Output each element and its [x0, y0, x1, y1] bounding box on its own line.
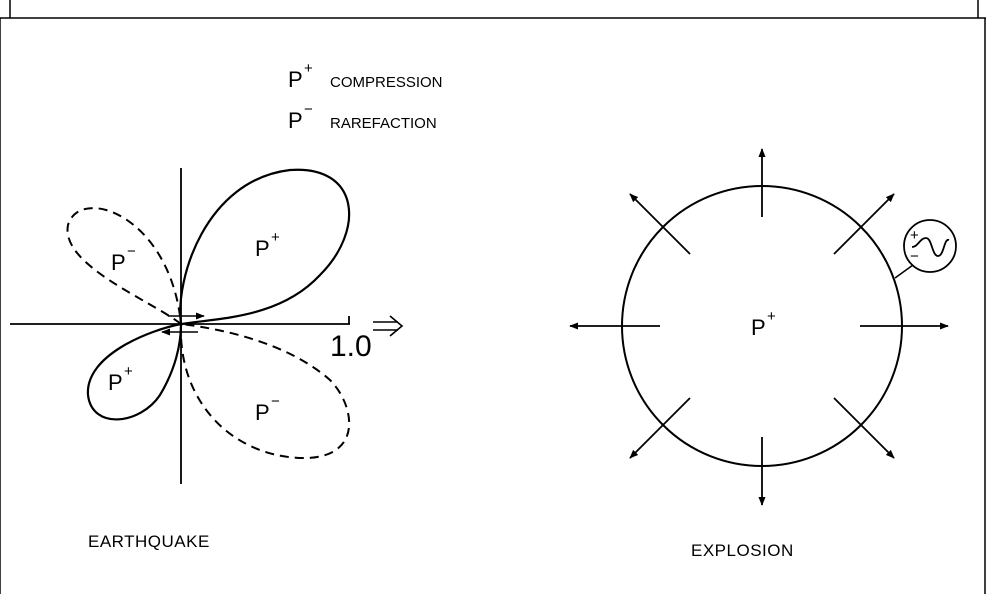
lobe-label-lower-left-sup: +	[124, 363, 133, 380]
waveform-inset: + −	[894, 219, 957, 279]
axis-direction-double-arrow	[373, 315, 404, 337]
compression-lobe-lower-left	[86, 322, 183, 421]
lobe-label-lower-left-symbol: P	[108, 370, 123, 395]
legend-compression-sup: +	[304, 60, 313, 77]
lobe-label-lower-right-symbol: P	[255, 400, 270, 425]
explosion-caption: EXPLOSION	[691, 541, 794, 560]
earthquake-diagram: 1.0 P + P − P + P − EARTHQUAKE	[10, 168, 404, 551]
lobe-label-upper-left-symbol: P	[111, 250, 126, 275]
lobe-label-upper-right-symbol: P	[255, 236, 270, 261]
earthquake-axis-tick-label: 1.0	[330, 330, 372, 363]
explosion-center-symbol: P	[751, 315, 766, 340]
legend: P + COMPRESSION P − RAREFACTION	[288, 60, 443, 133]
legend-compression-symbol: P	[288, 67, 303, 92]
waveform-icon	[911, 237, 950, 257]
lobe-label-upper-left-sup: −	[127, 243, 136, 260]
legend-compression-label: COMPRESSION	[330, 74, 443, 91]
compression-lobe-upper-right	[179, 168, 351, 326]
inset-sign-bottom: −	[910, 248, 919, 265]
explosion-diagram: P + + − EXPLOSION	[569, 148, 957, 560]
explosion-center-sup: +	[767, 308, 776, 325]
radial-arrow-down-left	[629, 397, 691, 459]
lobe-label-upper-right-sup: +	[271, 229, 280, 246]
radial-arrow-up-right	[833, 193, 895, 255]
radial-arrow-up-left	[629, 193, 691, 255]
lobe-label-lower-right-sup: −	[271, 393, 280, 410]
legend-rarefaction-symbol: P	[288, 108, 303, 133]
inset-circle	[903, 219, 957, 273]
earthquake-caption: EARTHQUAKE	[88, 532, 210, 551]
rarefaction-lobe-upper-left	[66, 207, 183, 327]
inset-leader-line	[894, 264, 914, 279]
legend-rarefaction-sup: −	[304, 101, 313, 118]
radial-arrows	[569, 148, 949, 506]
inset-sign-top: +	[910, 227, 919, 244]
rarefaction-lobe-lower-right	[179, 322, 351, 460]
legend-rarefaction-label: RAREFACTION	[330, 115, 437, 132]
fault-slip-arrows	[161, 312, 205, 336]
radial-arrow-down-right	[833, 397, 895, 459]
